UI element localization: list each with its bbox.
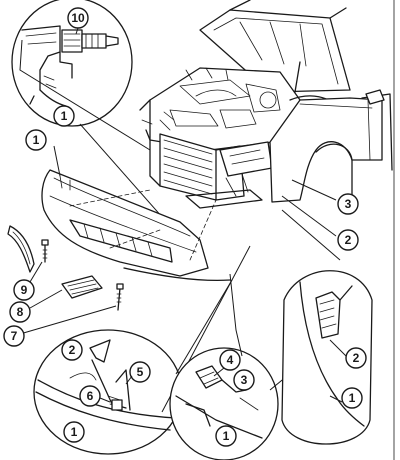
callout-3-lower-middle: 3 xyxy=(233,369,255,391)
fog-lamp-grille xyxy=(61,275,103,299)
leader-4 xyxy=(229,273,243,357)
leader-2-fender xyxy=(281,195,337,237)
callout-2-fender: 2 xyxy=(337,229,359,251)
svg-text:9: 9 xyxy=(21,283,28,297)
svg-text:2: 2 xyxy=(353,351,360,365)
svg-text:1: 1 xyxy=(349,391,356,405)
svg-text:8: 8 xyxy=(17,305,24,319)
svg-text:1: 1 xyxy=(223,429,230,443)
svg-text:3: 3 xyxy=(241,373,248,387)
leader-detail-side xyxy=(19,39,151,151)
callout-1-lower-right: 1 xyxy=(341,387,363,409)
side-trim-strip xyxy=(7,225,35,273)
lower-spoiler-strip xyxy=(123,267,231,282)
leader-3-fender xyxy=(291,179,337,201)
svg-text:10: 10 xyxy=(71,11,85,25)
callout-10: 10 xyxy=(67,7,89,29)
callout-2-lower-right: 2 xyxy=(345,347,367,369)
svg-text:3: 3 xyxy=(345,197,352,211)
leader-7 xyxy=(19,305,117,335)
svg-text:2: 2 xyxy=(69,343,76,357)
leader-9 xyxy=(29,261,43,283)
svg-text:1: 1 xyxy=(61,109,68,123)
svg-text:2: 2 xyxy=(345,233,352,247)
callout-6: 6 xyxy=(79,385,101,407)
callout-3-fender: 3 xyxy=(337,193,359,215)
screw-upper xyxy=(41,239,49,263)
svg-text:1: 1 xyxy=(71,425,78,439)
callout-7: 7 xyxy=(3,325,25,347)
svg-text:1: 1 xyxy=(33,133,40,147)
callout-1-lower-middle: 1 xyxy=(215,425,237,447)
callout-1-top-detail: 1 xyxy=(53,105,75,127)
svg-text:7: 7 xyxy=(11,329,18,343)
leader-lower-right-detail xyxy=(281,209,341,261)
screw-lower xyxy=(116,283,124,311)
svg-text:6: 6 xyxy=(87,389,94,403)
svg-text:4: 4 xyxy=(227,353,234,367)
detail-circle-fastener xyxy=(11,0,133,127)
callout-1-lower-left: 1 xyxy=(63,421,85,443)
callout-8: 8 xyxy=(9,301,31,323)
detail-circle-lower-left xyxy=(33,329,183,455)
callout-5: 5 xyxy=(129,361,151,383)
callout-2-lower-left: 2 xyxy=(61,339,83,361)
callout-1-bumper: 1 xyxy=(25,129,47,151)
car-front-end xyxy=(139,0,393,209)
callout-9: 9 xyxy=(13,279,35,301)
callout-4: 4 xyxy=(219,349,241,371)
leader-1-bumper xyxy=(53,145,61,177)
svg-text:5: 5 xyxy=(137,365,144,379)
leader-lower-left-detail xyxy=(175,279,233,375)
leader-8 xyxy=(29,289,63,309)
bumper-cover xyxy=(41,169,217,277)
